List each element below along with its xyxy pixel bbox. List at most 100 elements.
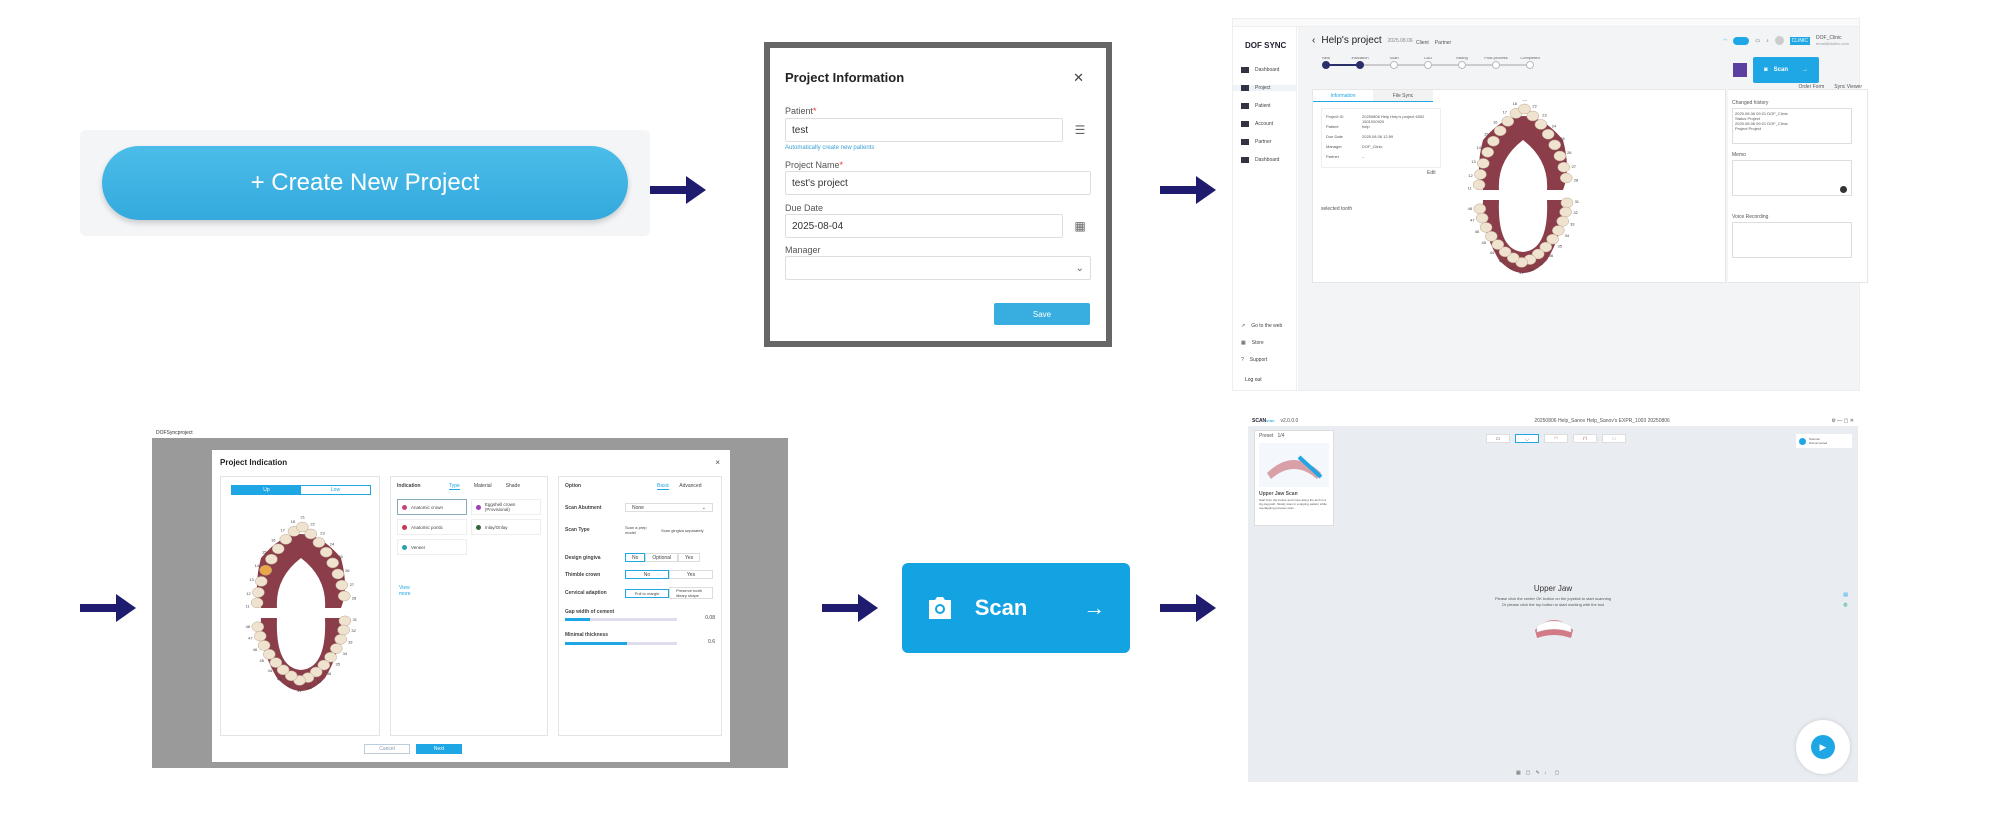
bell-icon[interactable]: ♪ <box>1766 37 1769 44</box>
sidebar-item-dashboard[interactable]: Dashboard <box>1241 67 1279 73</box>
thimble-no[interactable]: No <box>625 570 669 579</box>
scan-type-gingiva[interactable]: Scan gingiva separately <box>661 527 704 533</box>
side-tool-1-icon[interactable]: ▤ <box>1843 592 1848 598</box>
thimble-yes[interactable]: Yes <box>669 570 713 579</box>
sidebar-item-account[interactable]: Account <box>1241 121 1273 127</box>
tooth-number: 18 <box>291 519 296 524</box>
cervical-pull[interactable]: Pull to margin <box>625 588 669 598</box>
sync-toggle[interactable] <box>1733 36 1750 45</box>
jaw-option-extra[interactable]: ▭ <box>1602 434 1626 443</box>
manager-select[interactable]: ⌄ <box>785 256 1091 280</box>
sidebar-item-web[interactable]: ↗Go to the web <box>1241 323 1283 329</box>
tooth <box>1531 248 1545 260</box>
toggle-upper[interactable]: Up <box>232 486 301 494</box>
edit-link[interactable]: Edit <box>1427 170 1436 176</box>
memo-input[interactable] <box>1732 160 1852 196</box>
indication-item[interactable]: Veneer <box>397 539 467 555</box>
indication-item[interactable]: Eggshell crown (Provisional) <box>471 499 541 515</box>
tool-grid-icon[interactable]: ▦ <box>1516 770 1521 776</box>
tab-shade[interactable]: Shade <box>505 483 521 489</box>
auto-create-patient-link[interactable]: Automatically create new patients <box>785 145 875 151</box>
sidebar-item-support[interactable]: ?Support <box>1241 357 1268 363</box>
tooth <box>1475 212 1489 224</box>
sidebar-item-store[interactable]: ▦Store <box>1241 340 1264 346</box>
patient-field[interactable]: test <box>785 118 1063 142</box>
minimal-value[interactable]: 0.6 <box>708 639 715 645</box>
sidebar-item-patient[interactable]: Patient <box>1241 103 1271 109</box>
gingiva-yes[interactable]: Yes <box>678 553 701 562</box>
close-icon[interactable]: × <box>715 458 720 467</box>
tool-mic-icon[interactable]: ♩ <box>1544 770 1550 776</box>
save-button[interactable]: Save <box>994 303 1090 325</box>
partner-label: Partner <box>1434 40 1452 46</box>
tooth-chart[interactable]: 1112131415161718212223242526272831323334… <box>1463 100 1583 280</box>
tooth-chart[interactable]: 1112131415161718212223242526272831323334… <box>241 503 361 713</box>
sidebar-item-dashboard-2[interactable]: Dashboard <box>1241 157 1279 163</box>
tab-type[interactable]: Type <box>449 483 460 490</box>
sidebar-item-partner[interactable]: Partner <box>1241 139 1271 145</box>
gingiva-no[interactable]: No <box>625 553 646 562</box>
indication-item[interactable]: Anatomic pontic <box>397 519 467 535</box>
tab-advanced[interactable]: Advanced <box>679 483 702 489</box>
gingiva-optional[interactable]: Optional <box>645 553 679 562</box>
indication-item[interactable]: Inlay/Onlay <box>471 519 541 535</box>
tool-edit-icon[interactable]: ✎ <box>1535 770 1540 776</box>
next-button[interactable]: Next <box>416 744 462 754</box>
order-form-button[interactable]: Order Form <box>1798 84 1825 90</box>
minimal-slider[interactable] <box>565 642 677 645</box>
sync-viewer-button[interactable]: Sync Viewer <box>1834 84 1862 90</box>
create-new-project-button[interactable]: + Create New Project <box>102 146 628 220</box>
sidebar-item-project[interactable]: Project <box>1233 85 1296 91</box>
tooth <box>331 568 345 580</box>
joystick-control[interactable]: ▶ <box>1796 720 1850 774</box>
tooth-number: 41 <box>297 688 302 693</box>
jaw-option-bite[interactable]: ⊓ <box>1573 434 1597 443</box>
board-icon <box>1241 157 1249 163</box>
side-tool-2-icon[interactable]: ◍ <box>1843 602 1848 608</box>
record-icon[interactable] <box>1840 186 1847 193</box>
cancel-button[interactable]: Cancel <box>364 744 410 754</box>
tooth-number: 21 <box>300 515 305 520</box>
cervical-preserve[interactable]: Preserve tooth library shape <box>669 587 713 599</box>
patient-list-icon[interactable]: ☰ <box>1074 123 1086 137</box>
scan-abutment-select[interactable]: None⌄ <box>625 503 713 512</box>
toggle-lower[interactable]: Low <box>330 487 341 493</box>
thimble-crown-label: Thimble crown <box>565 571 601 578</box>
app-logo: DOF SYNC <box>1245 41 1287 50</box>
indication-item[interactable]: Anatomic crown <box>397 499 467 515</box>
window-controls[interactable]: ⚙ — ▢ ✕ <box>1831 418 1854 424</box>
logout-link[interactable]: Log out <box>1245 377 1262 383</box>
view-more-link[interactable]: View more <box>399 585 411 597</box>
due-date-field[interactable]: 2025-08-04 <box>785 214 1063 238</box>
tab-basic[interactable]: Basic <box>657 483 670 490</box>
scan-type-prep[interactable]: Scan a prep model <box>625 525 647 535</box>
tooth-number: 34 <box>343 651 348 656</box>
tool-square-icon[interactable]: ▢ <box>1525 770 1531 776</box>
jaw-option-lower[interactable]: ◠ <box>1544 434 1568 443</box>
jaw-option-1[interactable]: ▭ <box>1486 434 1510 443</box>
scan-button-large[interactable]: Scan → <box>902 563 1130 653</box>
scan-button[interactable]: ◙Scan→ <box>1753 57 1819 83</box>
tool-more-icon[interactable]: ▢ <box>1554 770 1560 776</box>
step-dot <box>1526 61 1534 69</box>
close-icon[interactable]: ✕ <box>1073 70 1084 85</box>
gap-value[interactable]: 0.08 <box>705 615 715 621</box>
play-icon[interactable]: ▶ <box>1811 735 1835 759</box>
due-date-label: Due Date <box>785 203 824 213</box>
tab-material[interactable]: Material <box>473 483 492 489</box>
tooth <box>1559 172 1573 184</box>
gap-slider[interactable] <box>565 618 677 621</box>
back-icon[interactable]: ‹ <box>1312 35 1316 46</box>
project-name-field[interactable]: test's project <box>785 171 1091 195</box>
tab-file-sync[interactable]: File Sync <box>1373 90 1433 101</box>
tab-information[interactable]: Information <box>1330 93 1356 99</box>
avatar[interactable] <box>1774 36 1784 45</box>
tooth <box>1498 246 1512 258</box>
jaw-option-upper[interactable]: ◡ <box>1515 434 1539 443</box>
scan-path: 20250806 Help_Sanov Help_Sanov's EXPR_10… <box>1534 418 1670 424</box>
tool-icon[interactable] <box>1733 63 1747 77</box>
calendar-icon[interactable]: ▦ <box>1074 219 1086 233</box>
message-icon[interactable]: ▭ <box>1755 37 1761 44</box>
voice-recording-area[interactable] <box>1732 222 1852 258</box>
